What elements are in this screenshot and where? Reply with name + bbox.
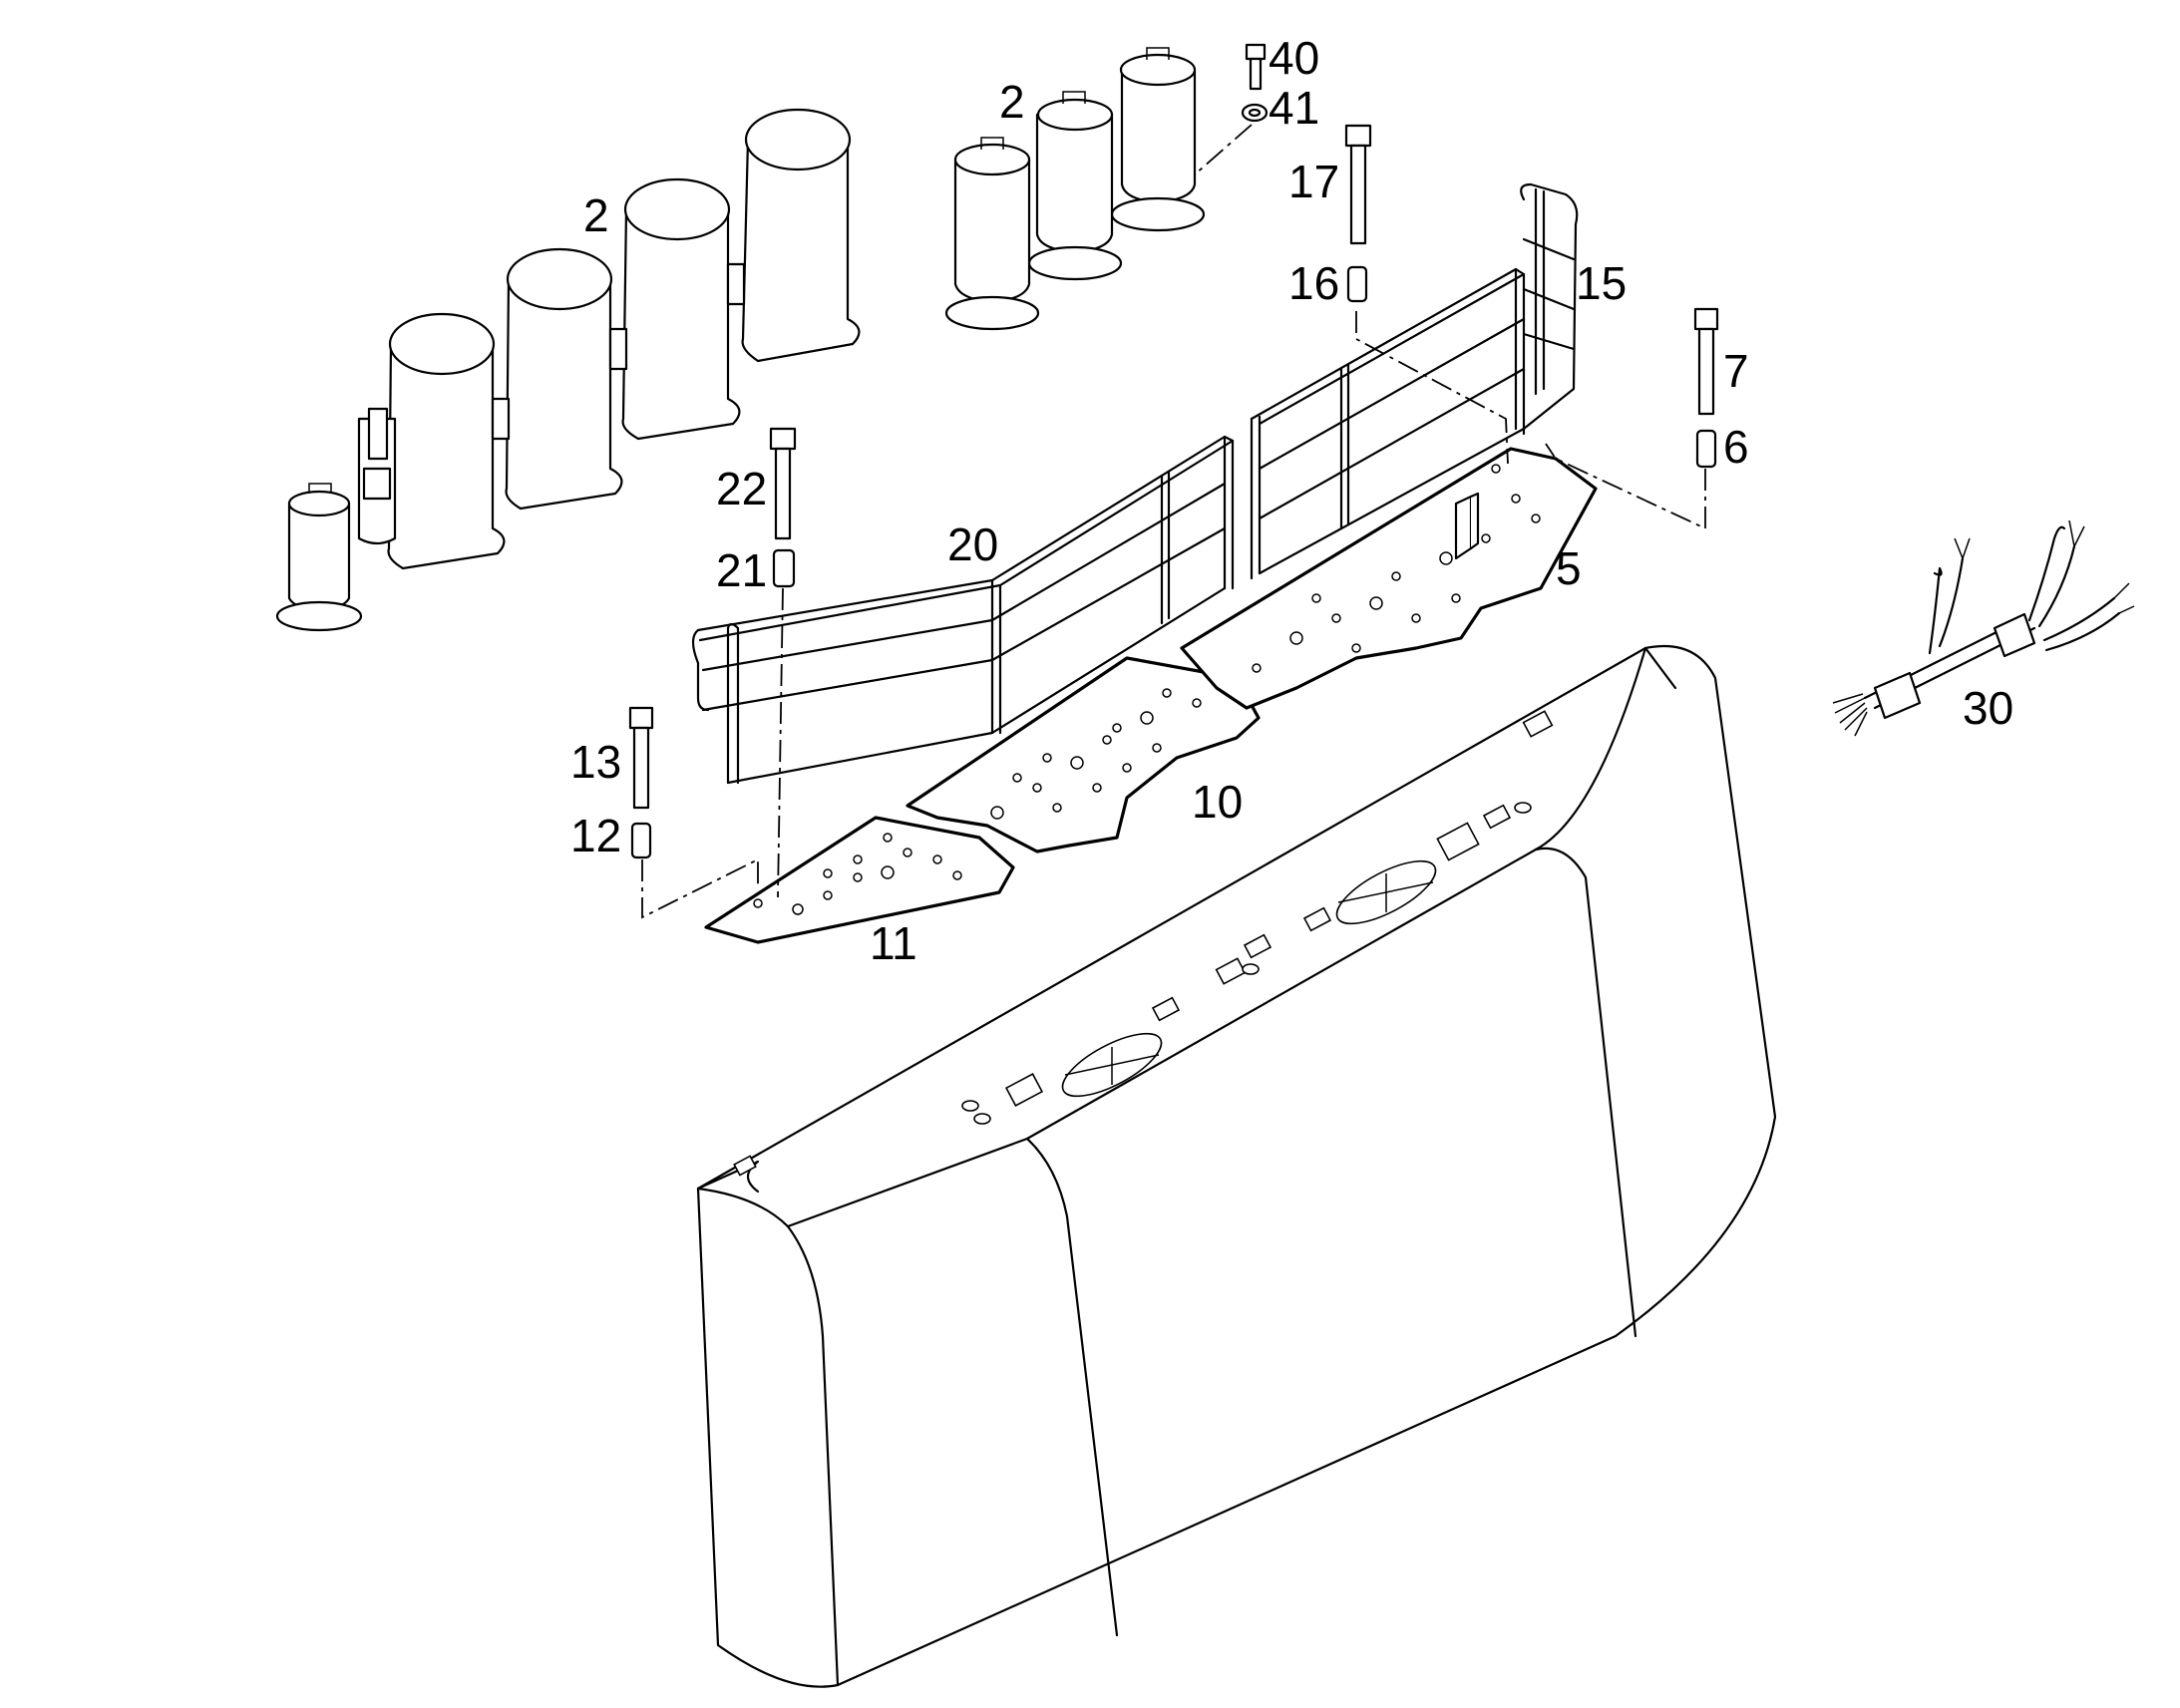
callout-15: 15 xyxy=(1576,257,1627,309)
assembly-leader-lines xyxy=(641,124,1706,919)
spacer-21 xyxy=(772,548,796,588)
washer-41 xyxy=(1241,103,1269,123)
callout-13: 13 xyxy=(570,736,621,788)
compressor-group-large xyxy=(275,108,861,632)
bolt-17 xyxy=(1344,124,1372,245)
callout-40: 40 xyxy=(1269,32,1319,84)
callout-10: 10 xyxy=(1192,776,1243,828)
callout-5: 5 xyxy=(1556,542,1582,594)
callout-22: 22 xyxy=(716,463,767,514)
plate-11 xyxy=(704,816,1015,944)
callout-21: 21 xyxy=(716,544,767,596)
spacer-12 xyxy=(630,822,652,859)
railing-20 xyxy=(691,435,1235,785)
callout-41: 41 xyxy=(1269,82,1319,134)
bolt-13 xyxy=(628,706,654,810)
callout-16: 16 xyxy=(1288,257,1339,309)
callout-7: 7 xyxy=(1723,345,1749,397)
plate-5 xyxy=(1180,447,1598,710)
callout-labels: 2 2 40 41 17 16 15 7 6 5 22 21 20 13 12 … xyxy=(570,32,2013,969)
callout-6: 6 xyxy=(1723,421,1749,473)
callout-17: 17 xyxy=(1288,156,1339,207)
bolt-40 xyxy=(1245,43,1267,91)
wire-harness-30 xyxy=(1832,519,2135,737)
callout-20: 20 xyxy=(947,518,998,570)
housing-casing xyxy=(696,644,1777,1688)
railing-15 xyxy=(1250,182,1579,580)
bolt-7 xyxy=(1693,307,1719,416)
callout-12: 12 xyxy=(570,810,621,861)
spacer-6 xyxy=(1695,429,1717,469)
spacer-16 xyxy=(1346,265,1368,303)
callout-2-small-group: 2 xyxy=(999,76,1025,128)
receiver-group-small xyxy=(944,47,1206,331)
bolt-22 xyxy=(769,427,797,540)
callout-30: 30 xyxy=(1963,682,2013,734)
callout-11: 11 xyxy=(870,917,917,969)
callout-2-large-group: 2 xyxy=(583,189,609,241)
